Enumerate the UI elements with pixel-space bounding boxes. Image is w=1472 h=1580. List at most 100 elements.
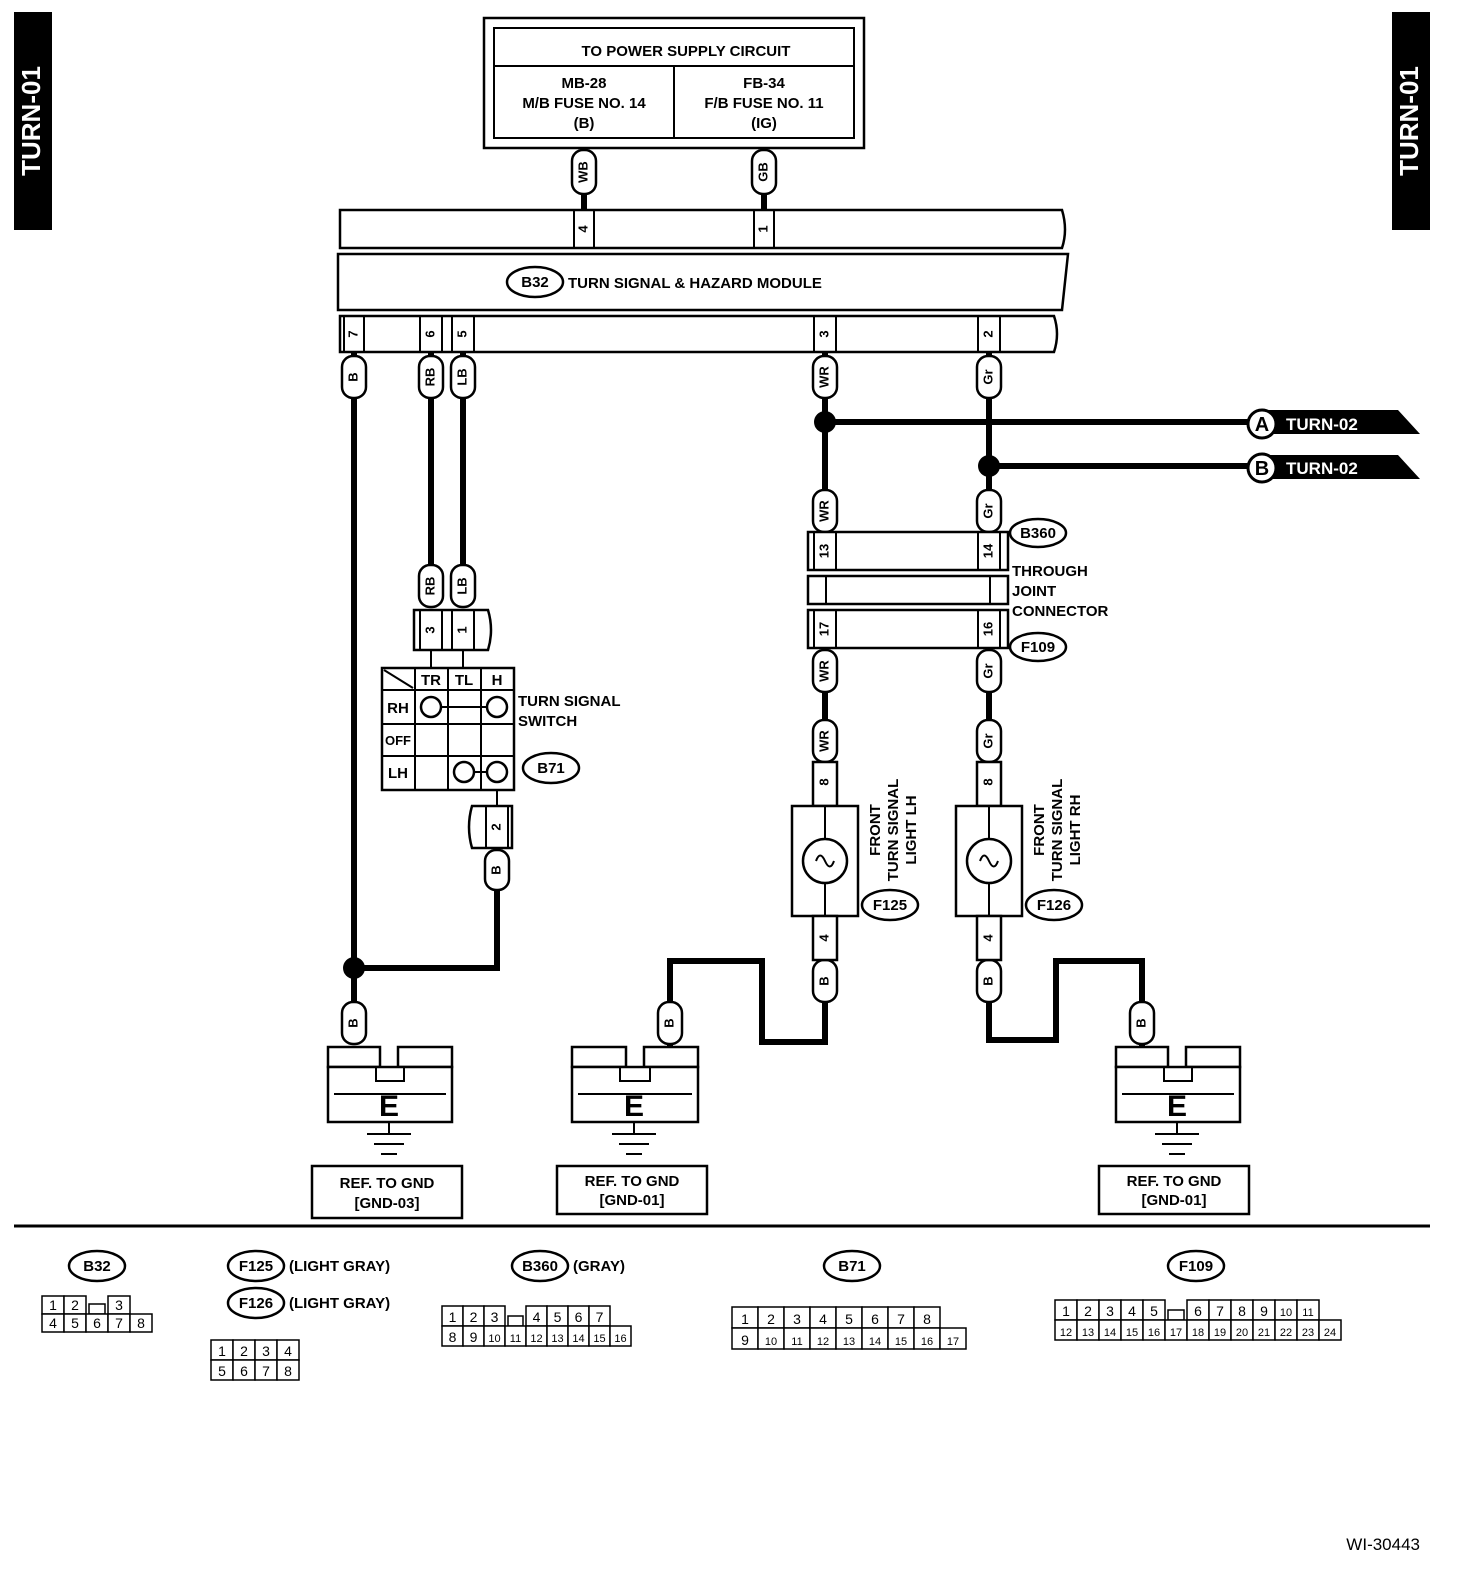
ground-3-ref-line2: [GND-01] [1141, 1192, 1206, 1209]
wire-label-lb-1-text: LB [454, 368, 469, 385]
power-left-line3: (B) [574, 115, 595, 132]
wire-label-wr-1: WR [811, 354, 839, 400]
wire-label-wr-4-text: WR [816, 730, 831, 752]
junction-b [978, 455, 1000, 477]
wire-label-b-3-text: B [816, 976, 831, 985]
legend-f126-pin-5: 5 [218, 1363, 226, 1379]
power-left-line1: MB-28 [561, 75, 606, 92]
legend-f109-pin-6: 6 [1194, 1303, 1202, 1319]
wire-label-b-6: B [656, 1000, 684, 1046]
switch-col-tr: TR [421, 672, 441, 689]
light-lh-label-line3: LIGHT LH [903, 795, 920, 864]
joint-label-line2: JOINT [1012, 583, 1056, 600]
ground-2-letter: E [624, 1090, 644, 1123]
joint-pin-16: 16 [980, 622, 995, 636]
ref-a-text: TURN-02 [1286, 415, 1358, 434]
legend-b32-pin-7: 7 [115, 1315, 123, 1331]
wire-label-b-4-text: B [980, 976, 995, 985]
legend-f126-id: F126 [239, 1295, 273, 1312]
wire-label-gr-2-text: Gr [980, 503, 995, 518]
legend-b360-id: B360 [522, 1258, 558, 1275]
legend-b71-pin-1: 1 [741, 1311, 749, 1327]
joint-connector-f109: F109 [1021, 639, 1055, 656]
switch-connector-b71: B71 [537, 760, 565, 777]
legend-b360-pin-10: 10 [488, 1333, 500, 1345]
ground-1-ref-line2: [GND-03] [354, 1195, 419, 1212]
legend-b71-pin-9: 9 [741, 1332, 749, 1348]
ref-b-letter: B [1255, 458, 1269, 480]
legend-f126-pin-3: 3 [262, 1343, 270, 1359]
module-pin-2: 2 [980, 330, 995, 337]
switch-pin-3: 3 [422, 626, 437, 633]
legend-b71-pin-3: 3 [793, 1311, 801, 1327]
power-right-line3: (IG) [751, 115, 777, 132]
wire-label-wr-4: WR [811, 718, 839, 764]
wire-label-wr-3-text: WR [816, 660, 831, 682]
legend-b71-pin-13: 13 [843, 1336, 855, 1348]
legend-b360-pin-8: 8 [449, 1329, 457, 1345]
wire-label-b-3: B [811, 958, 839, 1004]
wire-label-b-5-text: B [345, 1018, 360, 1027]
legend-f109-pin-24: 24 [1324, 1327, 1336, 1339]
light-lh-label-line2: TURN SIGNAL [885, 779, 902, 882]
wire-label-b-2: B [483, 848, 511, 892]
legend-f109-pin-10: 10 [1280, 1307, 1292, 1319]
ground-1-letter: E [379, 1090, 399, 1123]
legend-f109-pin-14: 14 [1104, 1327, 1116, 1339]
wire-label-rb-1: RB [417, 354, 445, 400]
module-name: TURN SIGNAL & HAZARD MODULE [568, 275, 822, 292]
joint-label-line3: CONNECTOR [1012, 603, 1109, 620]
legend-b71-pin-5: 5 [845, 1311, 853, 1327]
ground-2-ref-line1: REF. TO GND [585, 1173, 680, 1190]
joint-pin-14: 14 [980, 543, 995, 558]
legend-b360-pin-15: 15 [593, 1333, 605, 1345]
legend-b32-pin-cell [129, 1313, 153, 1333]
power-right-line2: F/B FUSE NO. 11 [704, 95, 823, 112]
legend-f109-pin-12: 12 [1060, 1327, 1072, 1339]
legend-f126-pin-cell [276, 1359, 300, 1381]
turn-signal-hazard-module: 4 1 B32 TURN SIGNAL & HAZARD MODULE 7 6 … [336, 208, 1070, 354]
legend-b360-pin-14: 14 [572, 1333, 584, 1345]
legend-f109-pin-9: 9 [1260, 1303, 1268, 1319]
light-lh-connector-f125: F125 [873, 897, 907, 914]
wire-label-lb-1: LB [449, 354, 477, 400]
legend-b32-pin-6: 6 [93, 1315, 101, 1331]
legend-f109-pin-16: 16 [1148, 1327, 1160, 1339]
legend-b71-pin-17: 17 [947, 1336, 959, 1348]
legend-b360-pin-2: 2 [470, 1309, 478, 1325]
legend-b360-key-notch [507, 1315, 524, 1327]
legend-f109-pin-8: 8 [1238, 1303, 1246, 1319]
legend-b71-pin-14: 14 [869, 1336, 881, 1348]
front-turn-signal-light-rh: 8 4 FRONT TURN SIGNAL LIGHT RH F126 [954, 760, 1084, 962]
legend-b360-note: (GRAY) [573, 1258, 625, 1275]
wire-label-b-6-text: B [661, 1018, 676, 1027]
wire-labels: WB GB B RB LB WR Gr RB LB WR Gr WR Gr WR… [340, 148, 1156, 1046]
light-rh-label-line2: TURN SIGNAL [1049, 779, 1066, 882]
joint-pin-13: 13 [816, 544, 831, 558]
wire-label-lb-2: LB [449, 563, 477, 609]
switch-row-lh: LH [388, 765, 408, 782]
wire-label-b-4: B [975, 958, 1003, 1004]
ground-gnd-03: E REF. TO GND [GND-03] [310, 1045, 464, 1220]
junction-ground-left [343, 957, 365, 979]
power-left-line2: M/B FUSE NO. 14 [522, 95, 646, 112]
junction-a [814, 411, 836, 433]
wire-label-wr-2: WR [811, 488, 839, 534]
wire-label-wr-2-text: WR [816, 500, 831, 522]
ground-2-ref-line2: [GND-01] [599, 1192, 664, 1209]
legend-b360-pin-cell [609, 1325, 632, 1347]
legend-b32-key-notch [88, 1303, 106, 1315]
page-tag-left: TURN-01 [14, 12, 52, 230]
legend-b71-pin-7: 7 [897, 1311, 905, 1327]
wire-label-wr-1-text: WR [816, 366, 831, 388]
legend-f109-pin-11: 11 [1302, 1307, 1313, 1319]
front-turn-signal-light-lh: 8 4 FRONT TURN SIGNAL LIGHT LH F125 [790, 760, 920, 962]
legend-b360-pin-11: 11 [510, 1333, 521, 1345]
legend-b71-pin-12: 12 [817, 1336, 829, 1348]
wire-label-rb-2: RB [417, 563, 445, 609]
legend-b32-pin-8: 8 [137, 1315, 145, 1331]
